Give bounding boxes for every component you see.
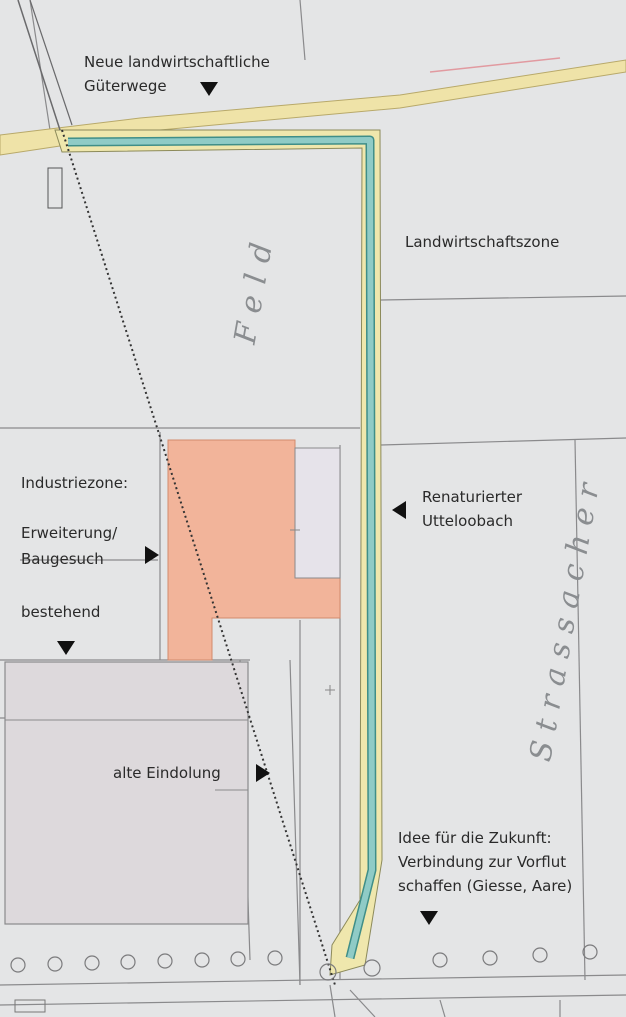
arrow-right-icon xyxy=(145,546,159,564)
label-idee-line1: Idee für die Zukunft: xyxy=(398,829,552,847)
tree-row xyxy=(10,944,598,981)
label-idee-line3: schaffen (Giesse, Aare) xyxy=(398,877,573,895)
stream-buffer xyxy=(54,129,383,976)
label-landwirtschaftszone: Landwirtschaftszone xyxy=(405,233,560,251)
industry-existing-area xyxy=(4,661,249,925)
arrow-down-icon xyxy=(200,82,218,96)
label-alte-eindolung: alte Eindolung xyxy=(113,764,221,782)
adjacent-building xyxy=(294,447,341,579)
label-erweiterung-line2: Baugesuch xyxy=(21,550,104,568)
label-industriezone: Industriezone: xyxy=(21,474,129,492)
label-neue-wege-line1: Neue landwirtschaftliche xyxy=(84,53,270,71)
new-farm-road xyxy=(0,59,626,156)
label-renaturierter-line1: Renaturierter xyxy=(422,488,523,506)
label-bestehend: bestehend xyxy=(21,603,101,621)
arrow-down-icon xyxy=(420,911,438,925)
arrow-right-icon xyxy=(256,764,270,782)
label-idee-line2: Verbindung zur Vorflut xyxy=(398,853,567,871)
arrow-left-icon xyxy=(392,501,406,519)
label-neue-wege-line2: Güterwege xyxy=(84,77,167,95)
label-erweiterung-line1: Erweiterung/ xyxy=(21,524,118,542)
label-renaturierter-line2: Utteloobach xyxy=(422,512,513,530)
arrow-down-icon xyxy=(57,641,75,655)
